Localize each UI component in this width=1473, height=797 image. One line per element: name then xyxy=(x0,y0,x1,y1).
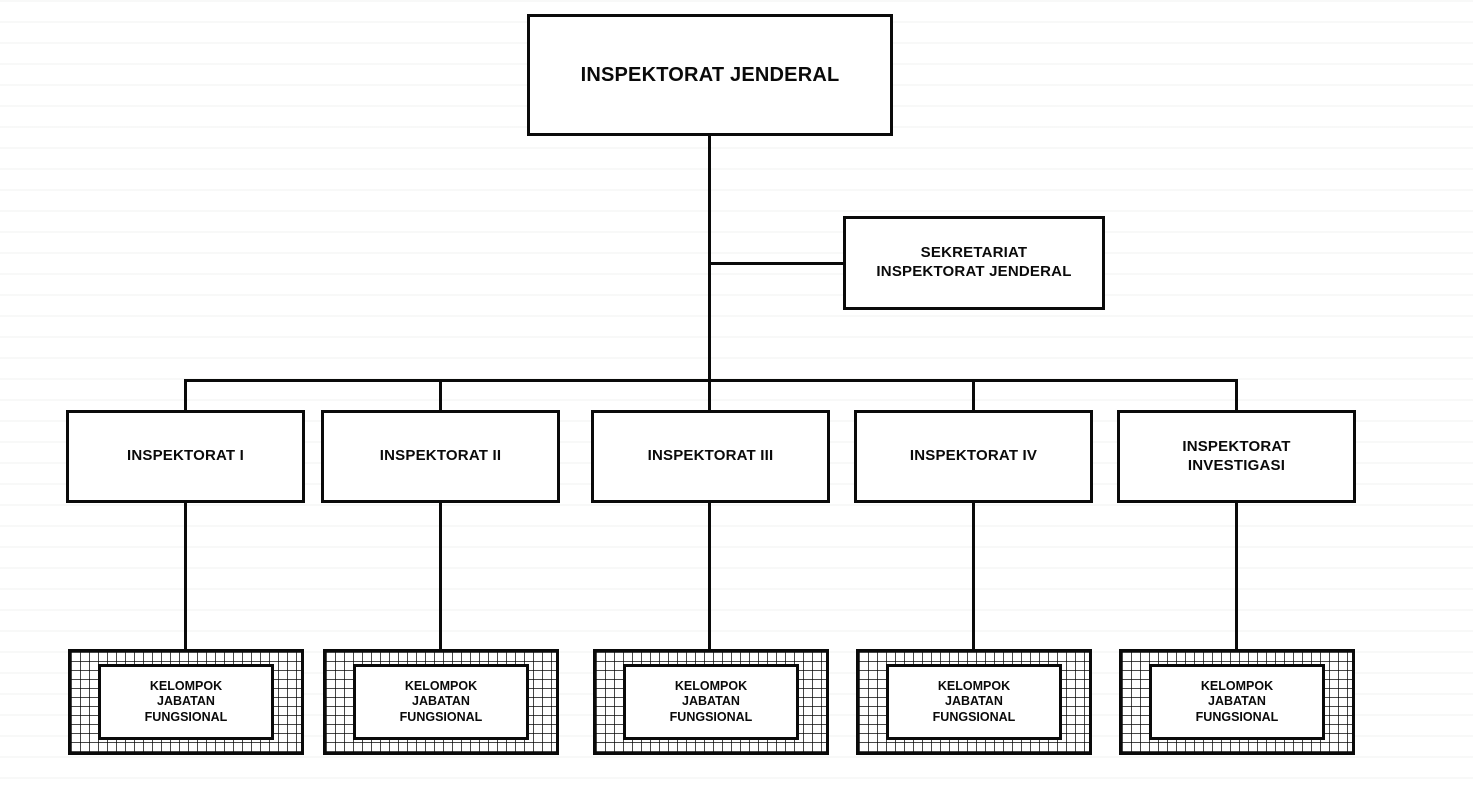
node-sekretariat-inspektorat-jenderal: SEKRETARIAT INSPEKTORAT JENDERAL xyxy=(843,216,1105,310)
functional-group-4-label: KELOMPOK JABATAN FUNGSIONAL xyxy=(932,678,1016,724)
node-functional-group-4-inner: KELOMPOK JABATAN FUNGSIONAL xyxy=(886,664,1062,740)
connector-stub-inspektorat-investigasi xyxy=(1235,379,1238,412)
node-inspektorat-investigasi-label: INSPEKTORAT INVESTIGASI xyxy=(1182,437,1291,474)
connector-drop-functional-2 xyxy=(439,501,442,651)
node-functional-group-2: KELOMPOK JABATAN FUNGSIONAL xyxy=(323,649,559,755)
connector-drop-functional-3 xyxy=(708,501,711,651)
functional-group-1-label: KELOMPOK JABATAN FUNGSIONAL xyxy=(144,678,228,724)
connector-drop-functional-4 xyxy=(972,501,975,651)
node-inspektorat-4: INSPEKTORAT IV xyxy=(854,410,1093,503)
connector-drop-functional-5 xyxy=(1235,501,1238,651)
node-functional-group-2-inner: KELOMPOK JABATAN FUNGSIONAL xyxy=(353,664,529,740)
node-inspektorat-jenderal: INSPEKTORAT JENDERAL xyxy=(527,14,893,136)
connector-drop-functional-1 xyxy=(184,501,187,651)
functional-group-2-label: KELOMPOK JABATAN FUNGSIONAL xyxy=(399,678,483,724)
node-inspektorat-1-label: INSPEKTORAT I xyxy=(126,447,245,465)
connector-distribution-horizontal xyxy=(184,379,1238,382)
connector-stub-inspektorat-1 xyxy=(184,379,187,412)
node-functional-group-5-inner: KELOMPOK JABATAN FUNGSIONAL xyxy=(1149,664,1325,740)
node-functional-group-3: KELOMPOK JABATAN FUNGSIONAL xyxy=(593,649,829,755)
node-functional-group-5: KELOMPOK JABATAN FUNGSIONAL xyxy=(1119,649,1355,755)
node-sekretariat-label: SEKRETARIAT INSPEKTORAT JENDERAL xyxy=(876,244,1072,280)
connector-root-vertical xyxy=(708,134,711,412)
node-inspektorat-2-label: INSPEKTORAT II xyxy=(379,447,502,465)
node-functional-group-1: KELOMPOK JABATAN FUNGSIONAL xyxy=(68,649,304,755)
connector-stub-inspektorat-4 xyxy=(972,379,975,412)
connector-secretariat-horizontal xyxy=(708,262,843,265)
node-functional-group-3-inner: KELOMPOK JABATAN FUNGSIONAL xyxy=(623,664,799,740)
node-inspektorat-jenderal-label: INSPEKTORAT JENDERAL xyxy=(580,63,840,86)
node-inspektorat-3-label: INSPEKTORAT III xyxy=(647,447,774,465)
node-functional-group-4: KELOMPOK JABATAN FUNGSIONAL xyxy=(856,649,1092,755)
node-inspektorat-investigasi: INSPEKTORAT INVESTIGASI xyxy=(1117,410,1356,503)
connector-stub-inspektorat-2 xyxy=(439,379,442,412)
node-functional-group-1-inner: KELOMPOK JABATAN FUNGSIONAL xyxy=(98,664,274,740)
node-inspektorat-2: INSPEKTORAT II xyxy=(321,410,560,503)
functional-group-3-label: KELOMPOK JABATAN FUNGSIONAL xyxy=(669,678,753,724)
functional-group-5-label: KELOMPOK JABATAN FUNGSIONAL xyxy=(1195,678,1279,724)
node-inspektorat-3: INSPEKTORAT III xyxy=(591,410,830,503)
node-inspektorat-1: INSPEKTORAT I xyxy=(66,410,305,503)
node-inspektorat-4-label: INSPEKTORAT IV xyxy=(909,447,1038,465)
